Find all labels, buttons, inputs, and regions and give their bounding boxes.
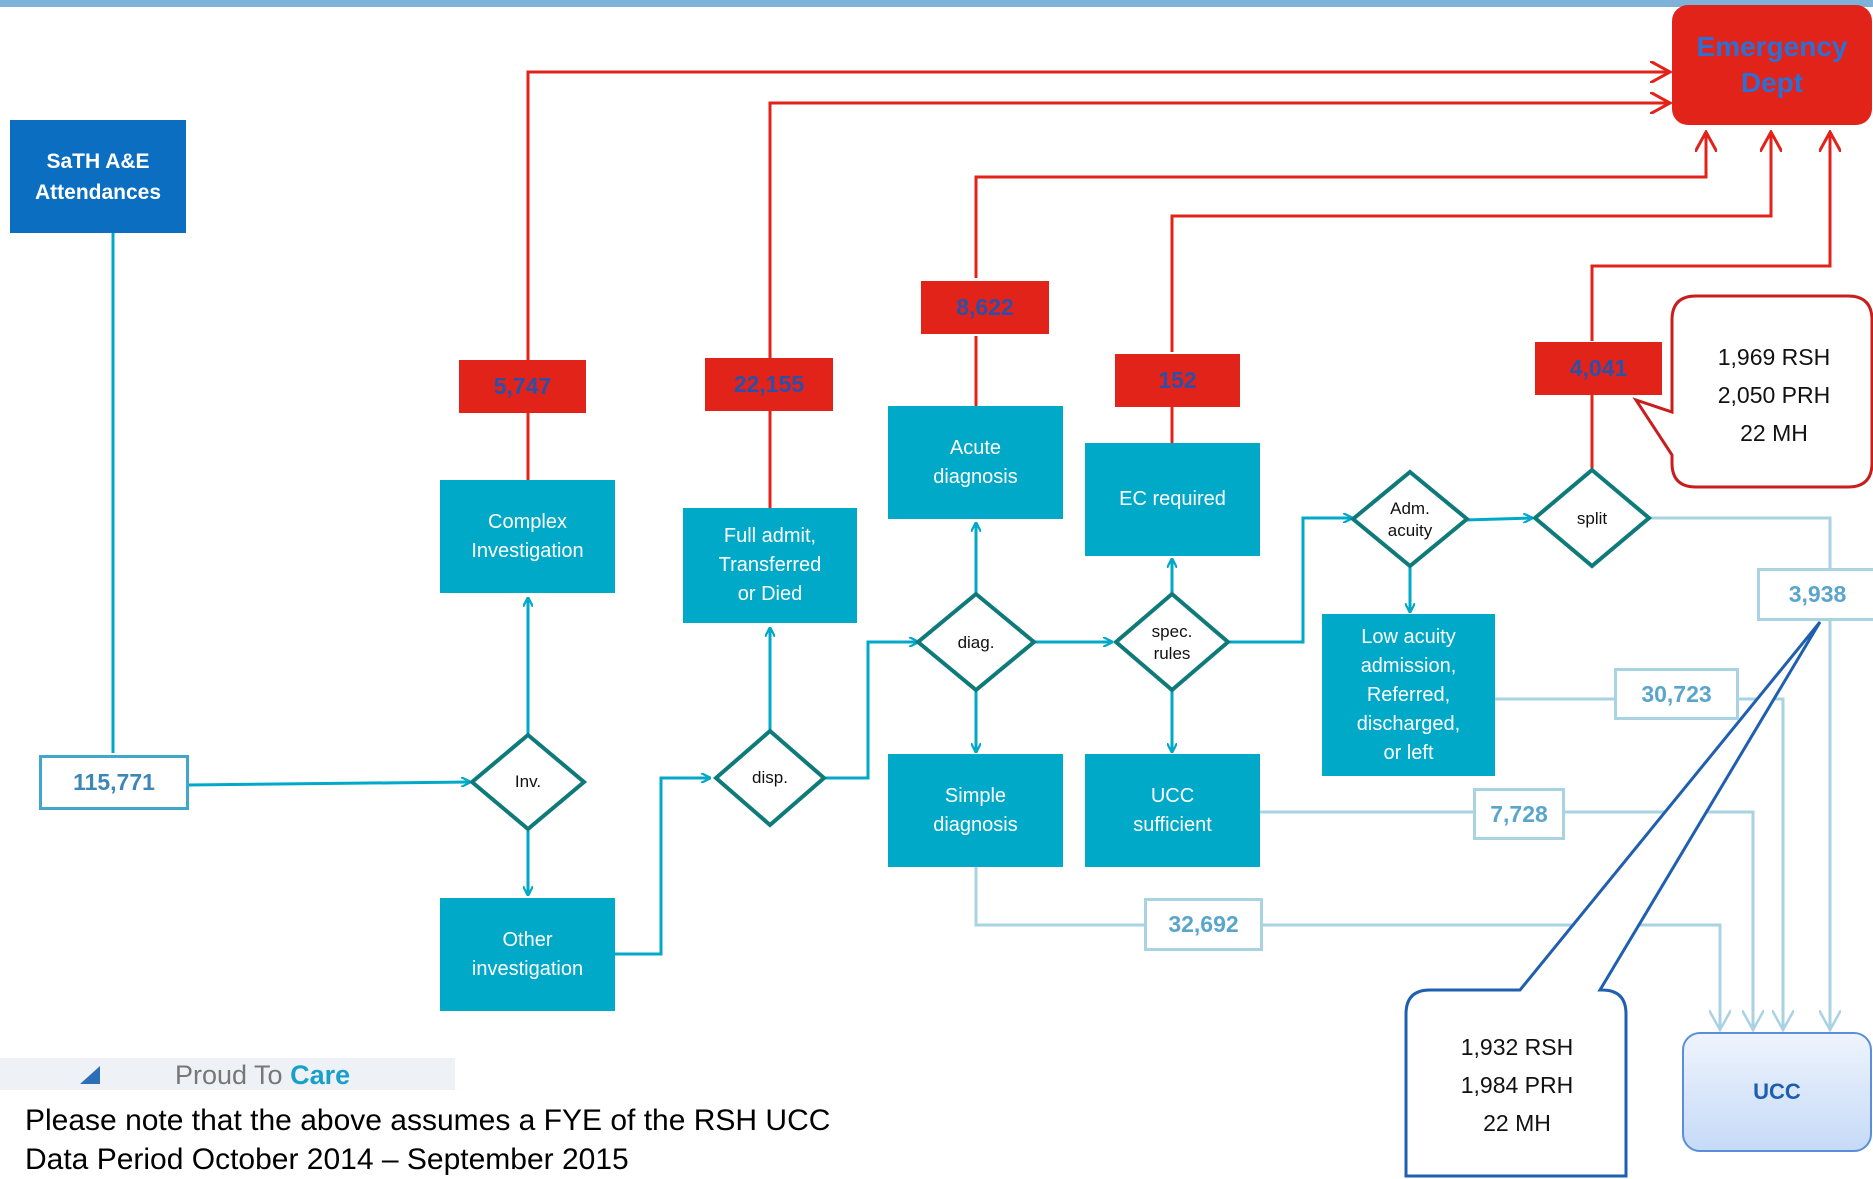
complex-investigation-box: Complex Investigation: [440, 480, 615, 593]
connector-adm-to-split: [1464, 518, 1532, 520]
decision-adm-label: Adm. acuity: [1387, 499, 1433, 540]
connector-spec-to-adm: [1228, 518, 1352, 644]
footer-note-line-1: Please note that the above assumes a FYE…: [25, 1104, 831, 1137]
ucc-route-split: [1649, 516, 1830, 1030]
full-admit-box: Full admit, Transferred or Died: [683, 508, 857, 623]
ed-count-full-admit: 22,155: [705, 358, 833, 411]
ec-required-box: EC required: [1085, 443, 1260, 556]
emergency-dept-box: Emergency Dept: [1672, 5, 1872, 125]
tagline: Proud To Care: [175, 1060, 350, 1091]
ucc-route-simple-on: [1262, 923, 1720, 1030]
total-attendances-count: 115,771: [39, 755, 189, 810]
simple-diagnosis-box: Simple diagnosis: [888, 754, 1063, 867]
callout-ed-bubble: [1632, 294, 1873, 489]
decision-disp-label: disp.: [752, 768, 788, 787]
footer-logo-strip: [0, 1058, 455, 1090]
low-acuity-box: Low acuity admission, Referred, discharg…: [1322, 614, 1495, 776]
connector-disp-to-diag: [816, 642, 918, 780]
decision-split-label: split: [1576, 509, 1608, 528]
decision-spec-label: spec. rules: [1151, 622, 1193, 663]
ucc-count-split: 3,938: [1757, 568, 1873, 621]
sath-ae-attendances-box: SaTH A&E Attendances: [10, 120, 186, 233]
decision-adm: [1349, 469, 1471, 569]
ed-count-complex: 5,747: [459, 360, 586, 413]
callout-ucc-split-text: 1,932 RSH 1,984 PRH 22 MH: [1460, 1034, 1574, 1136]
ed-route-acute-up: [974, 132, 1706, 278]
decision-inv-label: Inv.: [514, 772, 542, 791]
ed-count-split: 4,041: [1535, 342, 1662, 395]
ucc-route-ucc-sufficient-on: [1563, 810, 1753, 1030]
decision-split: [1531, 467, 1653, 569]
ucc-count-ucc-sufficient: 7,728: [1473, 788, 1565, 840]
ed-count-acute: 8,622: [921, 281, 1049, 334]
top-accent-bar: [0, 0, 1873, 7]
ucc-count-low-acuity: 30,723: [1614, 668, 1739, 720]
callout-ucc-bubble: [1404, 621, 1822, 1178]
ed-route-complex-up: [526, 72, 1670, 366]
decision-disp: [712, 728, 828, 828]
decision-diag: [914, 591, 1038, 693]
acute-diagnosis-box: Acute diagnosis: [888, 406, 1063, 519]
tagline-emphasis: Care: [290, 1060, 351, 1090]
trust-logo-mark: [80, 1066, 100, 1084]
connector-total-to-inv: [187, 782, 470, 785]
ucc-sufficient-box: UCC sufficient: [1085, 754, 1260, 867]
connector-other-to-disp: [614, 778, 710, 956]
decision-spec: [1112, 591, 1232, 693]
tagline-prefix: Proud To: [175, 1060, 283, 1090]
decision-inv: [468, 732, 588, 832]
ucc-route-lowacuity-on: [1737, 697, 1783, 1030]
ed-route-split-up: [1590, 132, 1830, 341]
ed-route-ec-up: [1170, 132, 1771, 352]
ucc-route-simple: [974, 866, 1144, 927]
ed-count-ec-required: 152: [1115, 354, 1240, 407]
ed-route-fulladmit-up: [768, 103, 1670, 363]
other-investigation-box: Other investigation: [440, 898, 615, 1011]
ucc-count-simple: 32,692: [1144, 898, 1263, 951]
callout-ed-split-text: 1,969 RSH 2,050 PRH 22 MH: [1717, 344, 1831, 446]
decision-diag-label: diag.: [957, 633, 995, 652]
footer-note-line-2: Data Period October 2014 – September 201…: [25, 1143, 629, 1176]
ucc-box: UCC: [1682, 1032, 1872, 1152]
